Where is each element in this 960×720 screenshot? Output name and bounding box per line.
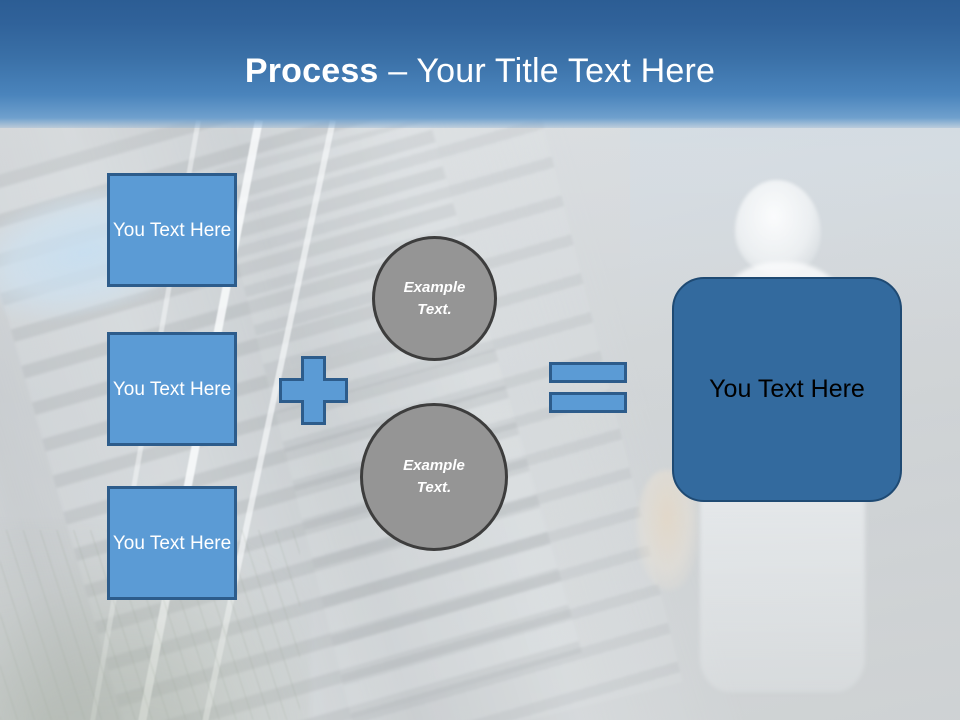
result-box[interactable]: You Text Here bbox=[672, 277, 902, 502]
step-box-1-label: You Text Here bbox=[112, 219, 232, 241]
equals-top-bar bbox=[549, 362, 627, 383]
slide-title-separator: – bbox=[378, 52, 417, 90]
result-box-label: You Text Here bbox=[709, 375, 865, 403]
step-box-2-label: You Text Here bbox=[112, 378, 232, 400]
person-head bbox=[735, 180, 821, 276]
equals-icon[interactable] bbox=[549, 362, 627, 414]
equals-bottom-bar bbox=[549, 392, 627, 413]
step-box-3[interactable]: You Text Here bbox=[107, 486, 237, 600]
slide-title: Process – Your Title Text Here bbox=[0, 50, 960, 92]
slide-title-strong: Process bbox=[244, 52, 379, 90]
slide-title-light: Your Title Text Here bbox=[416, 52, 716, 90]
step-box-2[interactable]: You Text Here bbox=[107, 332, 237, 446]
plus-icon[interactable] bbox=[279, 356, 348, 425]
plus-center-fill-vertical bbox=[304, 378, 323, 403]
step-box-1[interactable]: You Text Here bbox=[107, 173, 237, 287]
step-box-3-label: You Text Here bbox=[112, 532, 232, 554]
slide-header-bar: Process – Your Title Text Here bbox=[0, 0, 960, 128]
